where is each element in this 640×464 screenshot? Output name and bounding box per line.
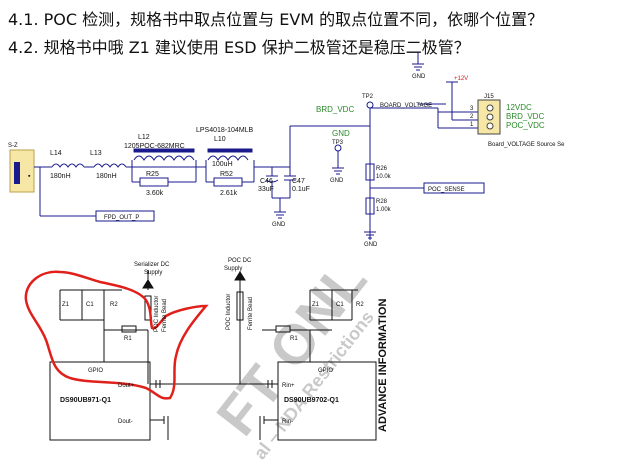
r1-left: R1 bbox=[124, 336, 132, 342]
poc-sense-netlabel bbox=[423, 182, 485, 194]
red-annotation-circle bbox=[24, 270, 209, 400]
r26-ref: R26 bbox=[376, 166, 388, 172]
fpd-out-netlabel bbox=[95, 210, 155, 222]
gnd-label-2: GND bbox=[330, 178, 344, 184]
gnd-label-1: GND bbox=[272, 222, 286, 228]
tp3-label: TP3 bbox=[332, 140, 344, 146]
source-label: Board_VOLTAGE Source Se bbox=[488, 142, 565, 148]
c47-ref: C47 bbox=[292, 178, 305, 185]
r52-ref: R52 bbox=[220, 171, 233, 178]
r28-ref: R28 bbox=[376, 199, 388, 205]
left-connector bbox=[9, 149, 35, 193]
right-poc-inductor: POC Inductor bbox=[226, 294, 232, 330]
l12-ref: L12 bbox=[138, 134, 150, 141]
l10-part: LPS4018-104MLB bbox=[196, 127, 254, 134]
inductor-l10 bbox=[207, 155, 249, 161]
left-ferrite-label: Ferrite Bead bbox=[162, 299, 168, 332]
svg-text:▪: ▪ bbox=[28, 173, 31, 180]
poc-sense-label: POC_SENSE bbox=[428, 187, 465, 193]
r2-right: R2 bbox=[356, 302, 364, 308]
serializer-supply-1: Serializer DC bbox=[134, 262, 170, 268]
inductor-l14 bbox=[51, 163, 85, 168]
l13-ref: L13 bbox=[90, 150, 102, 157]
right-ferrite-label: Ferrite Bead bbox=[248, 297, 254, 330]
r2-left: R2 bbox=[110, 302, 118, 308]
question-4-2: 4.2. 规格书中哦 Z1 建议使用 ESD 保护二极管还是稳压二极管？ bbox=[8, 38, 470, 57]
pin-3: 3 bbox=[470, 106, 474, 112]
z1-left: Z1 bbox=[62, 302, 70, 308]
l10-ref: L10 bbox=[214, 136, 226, 143]
resistor-r52 bbox=[213, 177, 243, 187]
tp2-label: TP2 bbox=[362, 94, 374, 100]
right-chip-label: DS90UB9702-Q1 bbox=[284, 397, 339, 404]
inductor-l13 bbox=[93, 163, 127, 168]
r26-value: 10.0k bbox=[376, 174, 392, 180]
l13-value: 180nH bbox=[96, 173, 117, 180]
rin-plus: Rin+ bbox=[282, 383, 295, 389]
gnd-label-3: GND bbox=[412, 74, 426, 80]
net-brd-vdc: BRD_VDC bbox=[506, 112, 544, 121]
c1-right: C1 bbox=[336, 302, 344, 308]
r25-value: 3.60k bbox=[146, 190, 164, 197]
left-gpio: GPIO bbox=[88, 368, 103, 374]
r1-right: R1 bbox=[290, 336, 298, 342]
pin-2: 2 bbox=[470, 114, 474, 120]
r25-ref: R25 bbox=[146, 171, 159, 178]
c1-left: C1 bbox=[86, 302, 94, 308]
dout-plus: Dout+ bbox=[118, 383, 135, 389]
c47-value: 0.1uF bbox=[292, 186, 310, 193]
poc-dc-supply-1: POC DC bbox=[228, 258, 252, 264]
inductor-l12 bbox=[133, 155, 195, 161]
plus12v-label: +12V bbox=[454, 76, 468, 82]
l10-value: 100uH bbox=[212, 161, 233, 168]
gnd-net: GND bbox=[332, 129, 350, 138]
net-12vdc: 12VDC bbox=[506, 103, 532, 112]
right-ferrite-bead bbox=[236, 291, 244, 321]
right-chip-body bbox=[277, 361, 377, 441]
left-chip-body bbox=[49, 361, 151, 441]
resistor-r26 bbox=[365, 163, 375, 181]
bottom-schematic-wires bbox=[49, 270, 377, 441]
left-connector-label: S-Z bbox=[8, 143, 18, 149]
top-schematic-wires bbox=[9, 52, 485, 240]
pin-1: 1 bbox=[470, 122, 474, 128]
l12-value: 1205POC-682MRC bbox=[124, 143, 185, 150]
l14-ref: L14 bbox=[50, 150, 62, 157]
poc-dc-supply-2: Supply bbox=[224, 266, 242, 272]
brd-vdc-net: BRD_VDC bbox=[316, 105, 354, 114]
c46-value: 33uF bbox=[258, 186, 274, 193]
rin-minus: Rin- bbox=[282, 419, 293, 425]
left-chip-label: DS90UB971-Q1 bbox=[60, 397, 111, 404]
dout-minus: Dout- bbox=[118, 419, 133, 425]
r28-value: 1.00k bbox=[376, 207, 392, 213]
c46-ref: C46 bbox=[260, 178, 273, 185]
left-poc-inductor: POC Inductor bbox=[154, 296, 160, 332]
question-4-1: 4.1. POC 检测，规格书中取点位置与 EVM 的取点位置不同，依哪个位置？ bbox=[8, 10, 544, 29]
resistor-r28 bbox=[365, 197, 375, 215]
r52-value: 2.61k bbox=[220, 190, 238, 197]
z1-right: Z1 bbox=[312, 302, 320, 308]
right-gpio: GPIO bbox=[318, 368, 333, 374]
serializer-supply-2: Supply bbox=[144, 270, 162, 276]
j15-label: J15 bbox=[484, 94, 494, 100]
resistor-r25 bbox=[139, 177, 169, 187]
net-poc-vdc: POC_VDC bbox=[506, 121, 545, 130]
gnd-label-4: GND bbox=[364, 242, 378, 248]
fpd-out-label: FPD_OUT_P bbox=[104, 215, 139, 221]
left-ferrite-bead bbox=[144, 295, 152, 321]
advance-information: ADVANCE INFORMATION bbox=[377, 299, 389, 432]
l14-value: 180nH bbox=[50, 173, 71, 180]
board-voltage-net: BOARD_VOLTAGE bbox=[380, 103, 432, 109]
